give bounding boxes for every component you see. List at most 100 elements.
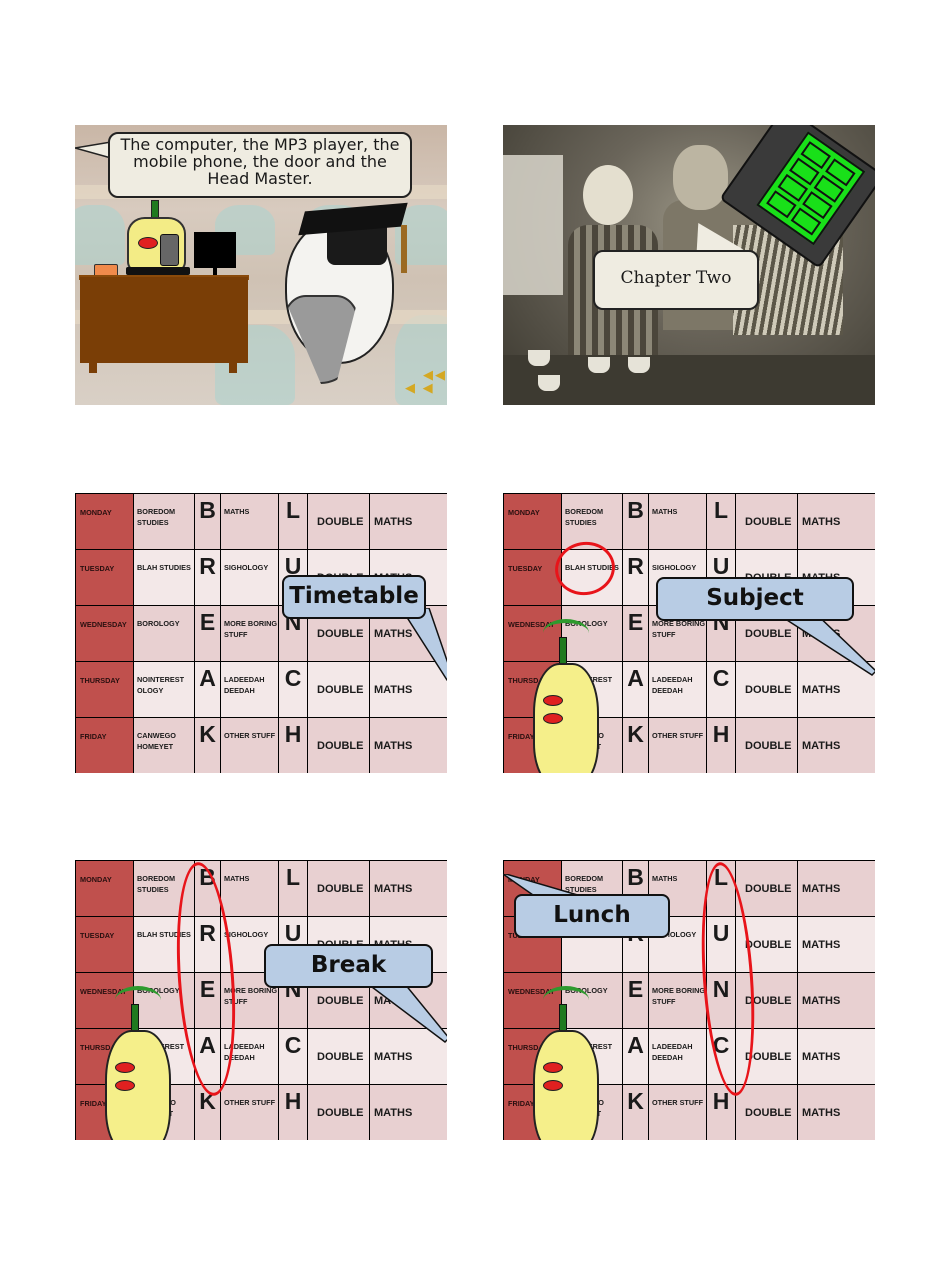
desk bbox=[80, 277, 248, 363]
day-cell: TUESDAY bbox=[75, 916, 134, 973]
turnip-fronds bbox=[543, 619, 589, 647]
sound-icon[interactable]: ◀◀ bbox=[423, 367, 447, 382]
break-letter-cell: R bbox=[622, 549, 649, 606]
break-letter-cell: B bbox=[194, 860, 221, 917]
sound-icons[interactable]: ◀◀ ◀ ◀ bbox=[405, 368, 447, 394]
break-letter-cell: K bbox=[194, 1084, 221, 1140]
break-letter-cell: K bbox=[622, 717, 649, 773]
break-letter-cell: A bbox=[622, 661, 649, 718]
break-letter-cell: A bbox=[622, 1028, 649, 1085]
computer-monitor-icon bbox=[194, 232, 236, 268]
break-letter-cell: K bbox=[622, 1084, 649, 1140]
double-cell: DOUBLE bbox=[735, 661, 798, 718]
day-cell: THURSDAY bbox=[75, 661, 134, 718]
lunch-letter-cell: U bbox=[706, 916, 736, 973]
seat-bg bbox=[75, 205, 125, 265]
maths-cell: MATHS bbox=[369, 860, 447, 917]
break-letter-cell: E bbox=[194, 605, 221, 662]
maths-cell: MATHS bbox=[797, 972, 875, 1029]
cap-tassel bbox=[401, 225, 407, 273]
lunch-letter-cell: H bbox=[278, 1084, 308, 1140]
speech-bubble: Chapter Two bbox=[593, 250, 759, 310]
subject-cell: OTHER STUFF bbox=[220, 717, 279, 773]
break-letter-cell: E bbox=[622, 972, 649, 1029]
break-letter-cell: A bbox=[194, 661, 221, 718]
desk-leg bbox=[229, 363, 237, 373]
day-cell: MONDAY bbox=[75, 860, 134, 917]
turnip-eyes bbox=[543, 1060, 587, 1091]
seat-bg bbox=[395, 315, 447, 405]
break-letter-cell: B bbox=[622, 493, 649, 550]
lunch-letter-cell: C bbox=[706, 661, 736, 718]
turnip-fronds bbox=[115, 986, 161, 1014]
teacup bbox=[528, 350, 550, 366]
subject-cell: OTHER STUFF bbox=[648, 717, 707, 773]
subject-cell: LADEEDAH DEEDAH bbox=[648, 1028, 707, 1085]
sound-icon[interactable]: ◀ ◀ bbox=[405, 380, 435, 395]
callout-tail bbox=[400, 608, 447, 681]
double-cell: DOUBLE bbox=[735, 493, 798, 550]
turnip-body bbox=[533, 663, 599, 773]
slide-1-classroom: The computer, the MP3 player, the mobile… bbox=[75, 125, 447, 405]
maths-cell: MATHS bbox=[369, 1084, 447, 1140]
subject-cell: MORE BORING STUFF bbox=[220, 605, 279, 662]
callout-tail bbox=[358, 978, 447, 1043]
photo-man-face bbox=[673, 145, 728, 210]
subject-cell: LADEEDAH DEEDAH bbox=[220, 1028, 279, 1085]
maths-cell: MATHS bbox=[797, 717, 875, 773]
break-letter-cell: K bbox=[194, 717, 221, 773]
day-cell: MONDAY bbox=[75, 493, 134, 550]
double-cell: DOUBLE bbox=[307, 860, 370, 917]
break-letter-cell: E bbox=[194, 972, 221, 1029]
day-cell: FRIDAY bbox=[75, 717, 134, 773]
lunch-letter-cell: C bbox=[706, 1028, 736, 1085]
device-screen bbox=[756, 131, 866, 246]
subject-cell: SIGHOLOGY bbox=[220, 549, 279, 606]
subject-cell: LADEEDAH DEEDAH bbox=[220, 661, 279, 718]
turnip-eyes bbox=[543, 693, 587, 724]
break-letter-cell: B bbox=[194, 493, 221, 550]
double-cell: DOUBLE bbox=[307, 717, 370, 773]
subject-cell: LADEEDAH DEEDAH bbox=[648, 661, 707, 718]
turnip-fronds bbox=[543, 986, 589, 1014]
lunch-letter-cell: N bbox=[706, 972, 736, 1029]
maths-cell: MATHS bbox=[369, 1028, 447, 1085]
maths-cell: MATHS bbox=[369, 493, 447, 550]
day-cell: TUESDAY bbox=[503, 549, 562, 606]
subject-cell: NOINTEREST OLOGY bbox=[133, 661, 195, 718]
day-cell: TUESDAY bbox=[75, 549, 134, 606]
subject-cell: BLAH STUDIES bbox=[133, 916, 195, 973]
slide-2-chapter-two: Chapter Two bbox=[503, 125, 875, 405]
break-letter-cell: E bbox=[622, 605, 649, 662]
subject-cell: MATHS bbox=[220, 493, 279, 550]
maths-cell: MATHS bbox=[797, 493, 875, 550]
day-cell: WEDNESDAY bbox=[75, 605, 134, 662]
double-cell: DOUBLE bbox=[307, 661, 370, 718]
callout-break: Break bbox=[264, 944, 433, 988]
teacup bbox=[628, 357, 650, 373]
window-bg bbox=[503, 155, 563, 295]
callout-subject: Subject bbox=[656, 577, 854, 621]
subject-cell: OTHER STUFF bbox=[648, 1084, 707, 1140]
callout-lunch: Lunch bbox=[514, 894, 670, 938]
photo-table bbox=[503, 355, 875, 405]
teacup bbox=[538, 375, 560, 391]
subject-cell: MORE BORING STUFF bbox=[648, 972, 707, 1029]
subject-cell: CANWEGO HOMEYET bbox=[133, 717, 195, 773]
photo-woman-face bbox=[583, 165, 633, 225]
double-cell: DOUBLE bbox=[307, 1028, 370, 1085]
teacup bbox=[588, 357, 610, 373]
maths-cell: MATHS bbox=[797, 661, 875, 718]
double-cell: DOUBLE bbox=[307, 493, 370, 550]
maths-cell: MATHS bbox=[797, 1028, 875, 1085]
lunch-letter-cell: L bbox=[706, 860, 736, 917]
